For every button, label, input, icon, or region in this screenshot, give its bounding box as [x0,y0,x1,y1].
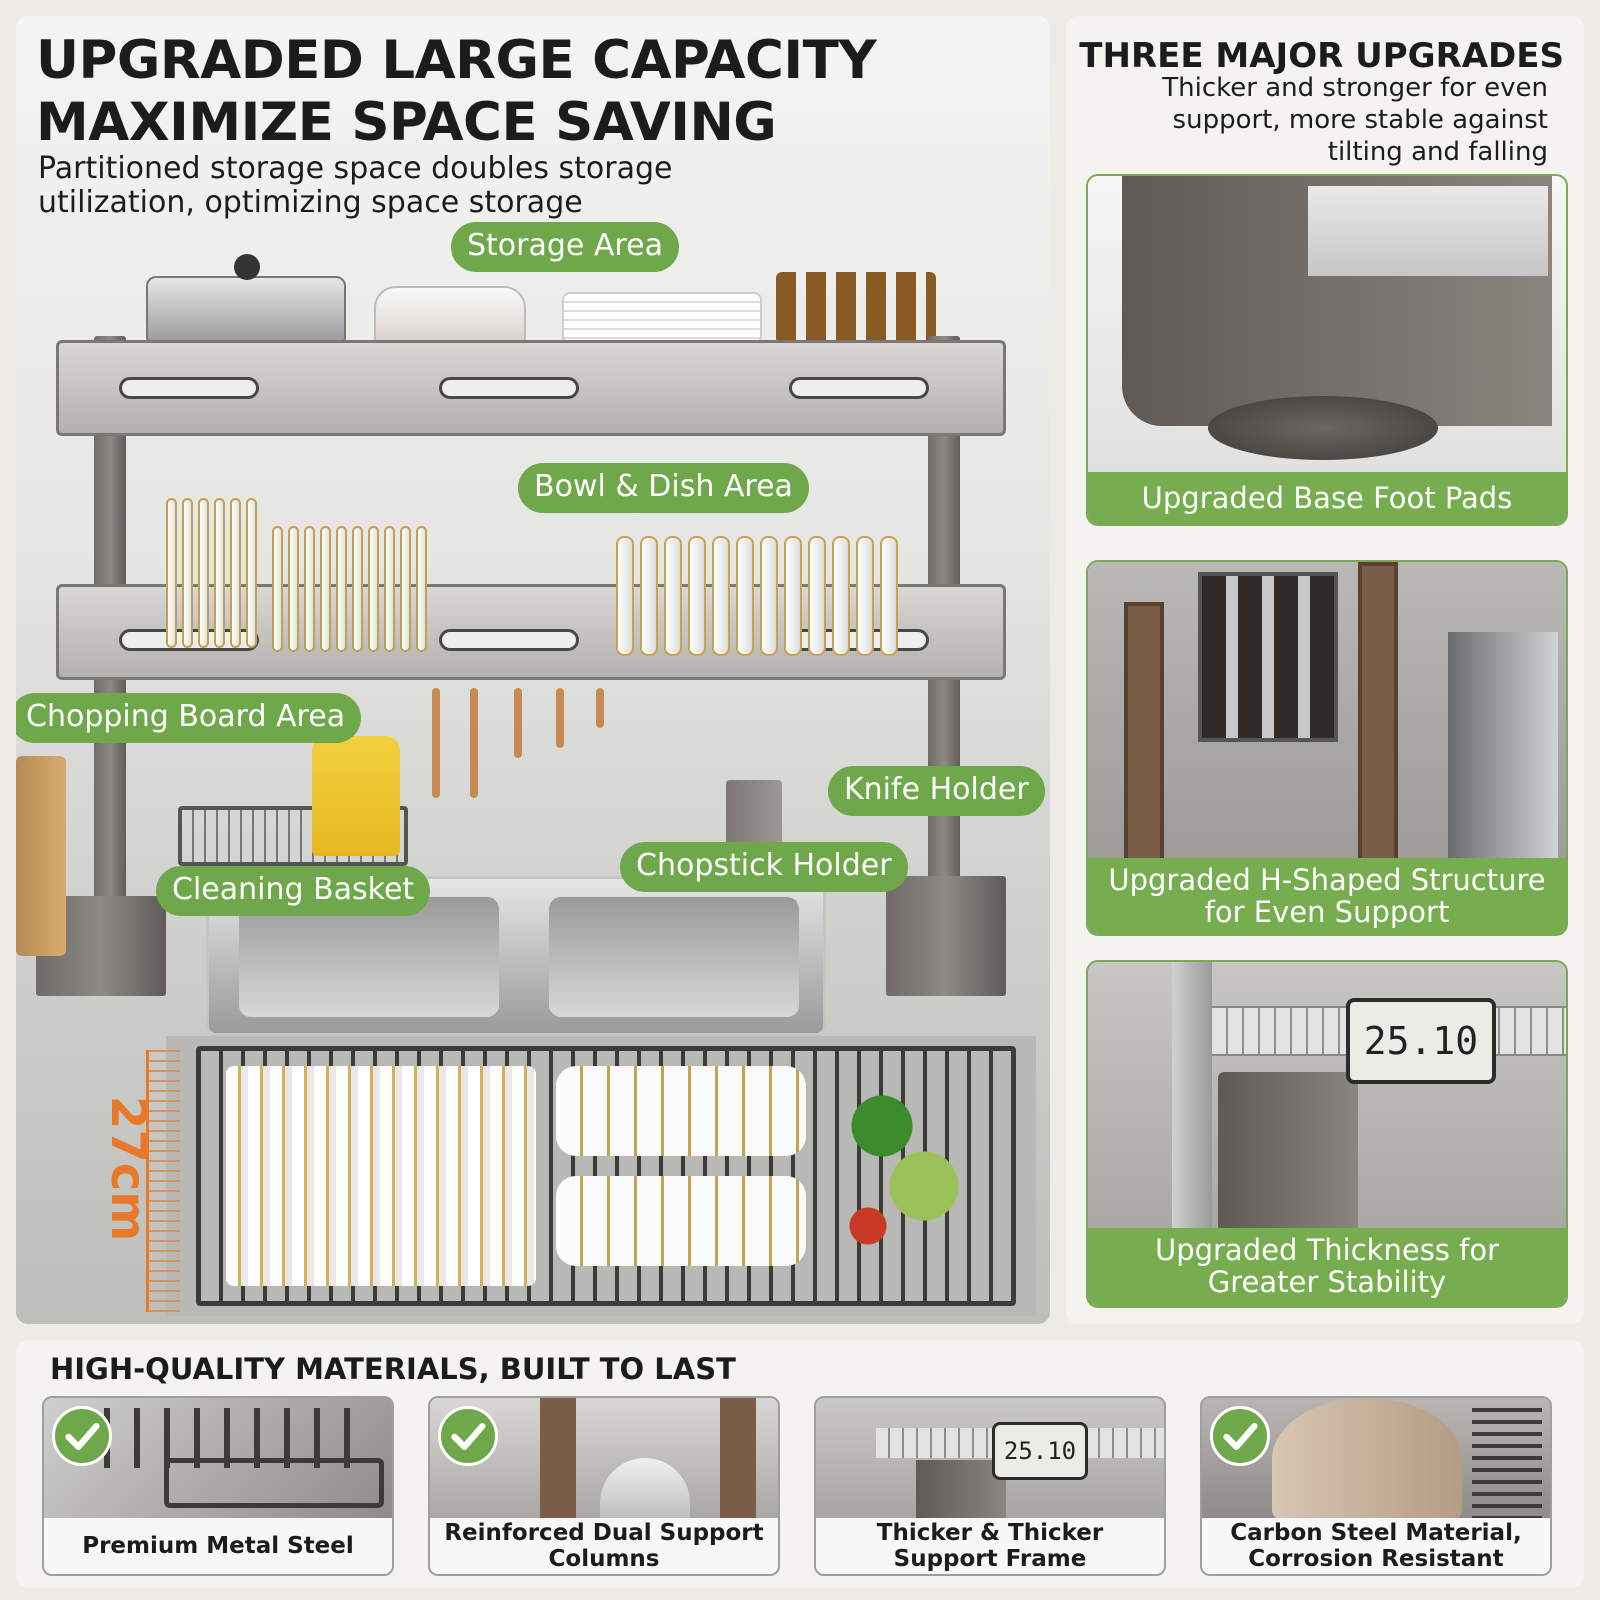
spice-bottles-image [776,272,936,344]
storage-area-label: Storage Area [451,222,679,272]
knife-holder-label: Knife Holder [828,766,1045,816]
detergent-bottle-image [312,736,400,856]
h-structure-photo [1088,562,1566,862]
headline-line1: UPGRADED LARGE CAPACITY [36,30,877,91]
rice-cooker-image [374,286,526,344]
rack-foot-right [886,876,1006,996]
material-card-support-frame: 25.10 Thicker & Thicker Support Frame [814,1396,1166,1576]
cleaning-basket-label: Cleaning Basket [156,866,431,916]
top-shelf [56,340,1006,436]
support-frame-photo: 25.10 [816,1398,1164,1520]
headline: UPGRADED LARGE CAPACITY MAXIMIZE SPACE S… [36,30,936,154]
plates-stack-image [562,292,762,344]
subhead-line1: Partitioned storage space doubles storag… [38,151,673,186]
caliper-photo: 25.10 [1088,962,1566,1232]
material-caption-3: Thicker & Thicker Support Frame [816,1518,1164,1574]
pot-image [146,276,346,342]
dual-columns-photo [430,1398,778,1520]
upgrade-card-h-structure: Upgraded H-Shaped Structure for Even Sup… [1086,560,1568,936]
material-card-carbon-steel: Carbon Steel Material, Corrosion Resista… [1200,1396,1552,1576]
upgrades-desc-line3: tilting and falling [1327,137,1548,167]
caliper-display-small: 25.10 [992,1422,1088,1480]
headline-line2: MAXIMIZE SPACE SAVING [36,92,777,153]
grid-rack-photo [166,1036,1036,1316]
sink-image [206,876,826,1036]
upgrade-caption-1: Upgraded Base Foot Pads [1088,472,1566,524]
upgrade-card-thickness: 25.10 Upgraded Thickness for Greater Sta… [1086,960,1568,1308]
cutting-board-image [16,756,66,956]
upgrades-description: Thicker and stronger for even support, m… [1076,72,1548,168]
main-panel: UPGRADED LARGE CAPACITY MAXIMIZE SPACE S… [16,16,1050,1324]
check-icon [438,1406,498,1466]
upgrade-card-foot-pads: Upgraded Base Foot Pads [1086,174,1568,526]
upgrade-caption-3: Upgraded Thickness for Greater Stability [1088,1228,1566,1306]
subhead: Partitioned storage space doubles storag… [38,152,798,220]
material-caption-4: Carbon Steel Material, Corrosion Resista… [1202,1518,1550,1574]
material-caption-1: Premium Metal Steel [44,1518,392,1574]
subhead-line2: utilization, optimizing space storage [38,185,583,220]
metal-steel-photo [44,1398,392,1520]
upgrades-desc-line1: Thicker and stronger for even [1162,73,1548,103]
carbon-steel-photo [1202,1398,1550,1520]
upgrades-desc-line2: support, more stable against [1172,105,1548,135]
pot-lid-knob [234,254,260,280]
material-card-metal-steel: Premium Metal Steel [42,1396,394,1576]
caliper-display: 25.10 [1346,998,1496,1084]
materials-panel: HIGH-QUALITY MATERIALS, BUILT TO LAST Pr… [16,1340,1584,1588]
check-icon [52,1406,112,1466]
measure-label: 27cm [100,1096,156,1242]
chopping-board-area-label: Chopping Board Area [16,693,362,743]
bowl-dish-area-label: Bowl & Dish Area [518,463,809,513]
rack-illustration [16,236,1050,1036]
measure-ruler [146,1050,180,1312]
upgrade-caption-2: Upgraded H-Shaped Structure for Even Sup… [1088,858,1566,934]
upgrades-title: THREE MAJOR UPGRADES [1079,36,1564,76]
foot-pad-photo [1088,176,1566,476]
check-icon [1210,1406,1270,1466]
chopstick-holder-label: Chopstick Holder [620,842,908,892]
material-caption-2: Reinforced Dual Support Columns [430,1518,778,1574]
material-card-dual-columns: Reinforced Dual Support Columns [428,1396,780,1576]
upgrades-panel: THREE MAJOR UPGRADES Thicker and stronge… [1066,16,1584,1324]
materials-title: HIGH-QUALITY MATERIALS, BUILT TO LAST [50,1352,736,1386]
